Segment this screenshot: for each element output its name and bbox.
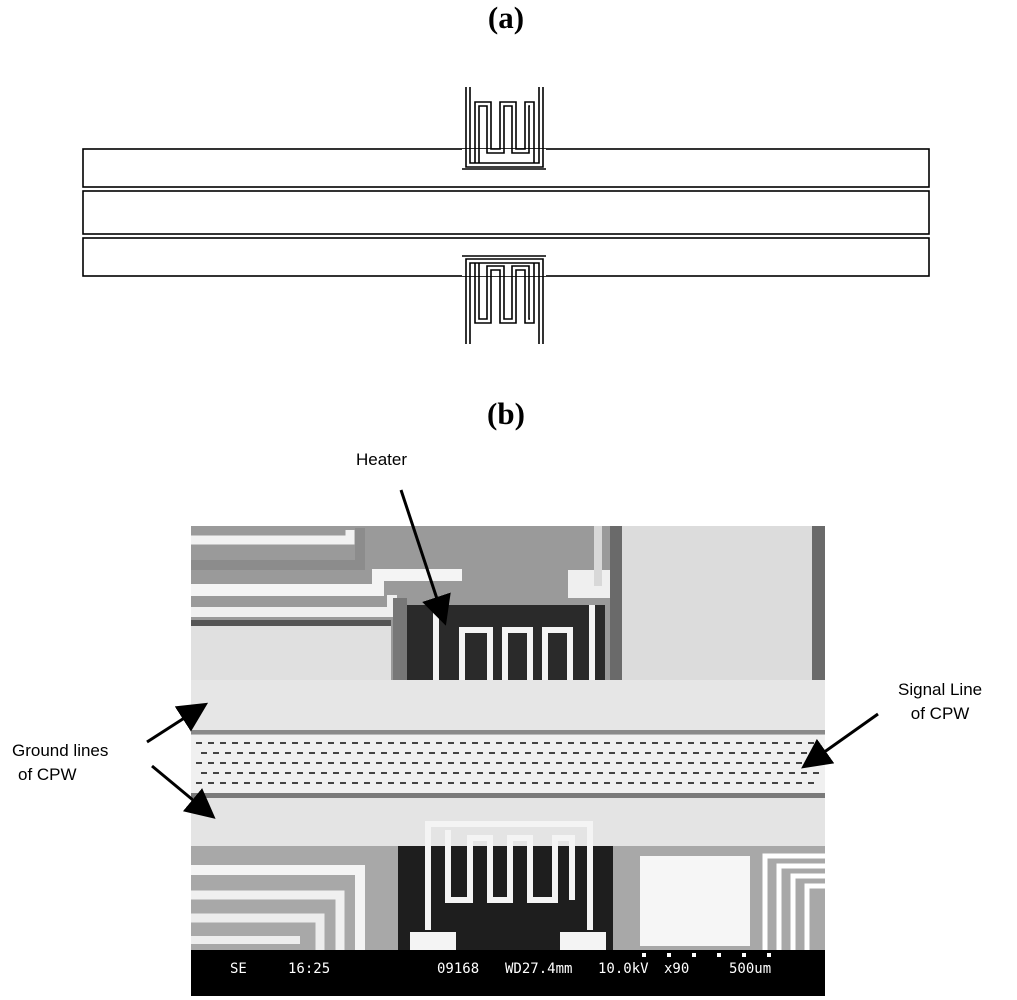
sem-voltage: 10.0kV [598,961,649,977]
sem-scale: 500um [729,961,771,977]
sem-working-distance: WD27.4mm [505,961,572,977]
signal-line-label-line1: Signal Line [898,680,983,699]
sem-heater-bottom [425,821,593,930]
sem-time: 16:25 [288,961,330,977]
ground-arrow-top [146,702,209,744]
schematic-heater-top [462,87,546,170]
sem-magnification: x90 [664,961,689,977]
heater-label: Heater [356,450,408,469]
sem-ground-line-top [191,680,825,732]
ground-lines-label: Ground lines of CPW [12,739,108,787]
sem-mode: SE [230,961,247,977]
sem-scale-bar [642,953,771,957]
signal-line-label-line2: of CPW [910,704,970,723]
ground-lines-label-line1: Ground lines [12,741,109,760]
sem-image-number: 09168 [437,961,479,977]
signal-line-label: Signal Line of CPW [898,678,982,726]
schematic-heater-bottom [462,255,546,344]
sem-info-bar [191,950,825,996]
panel-a-label: (a) [487,0,525,35]
signal-arrow [801,712,879,769]
schematic-signal-line [82,190,930,235]
heater-arrow [399,489,451,626]
panel-b-label: (b) [487,396,525,431]
ground-arrow-bottom [151,764,216,819]
ground-lines-label-line2: of CPW [18,765,77,784]
